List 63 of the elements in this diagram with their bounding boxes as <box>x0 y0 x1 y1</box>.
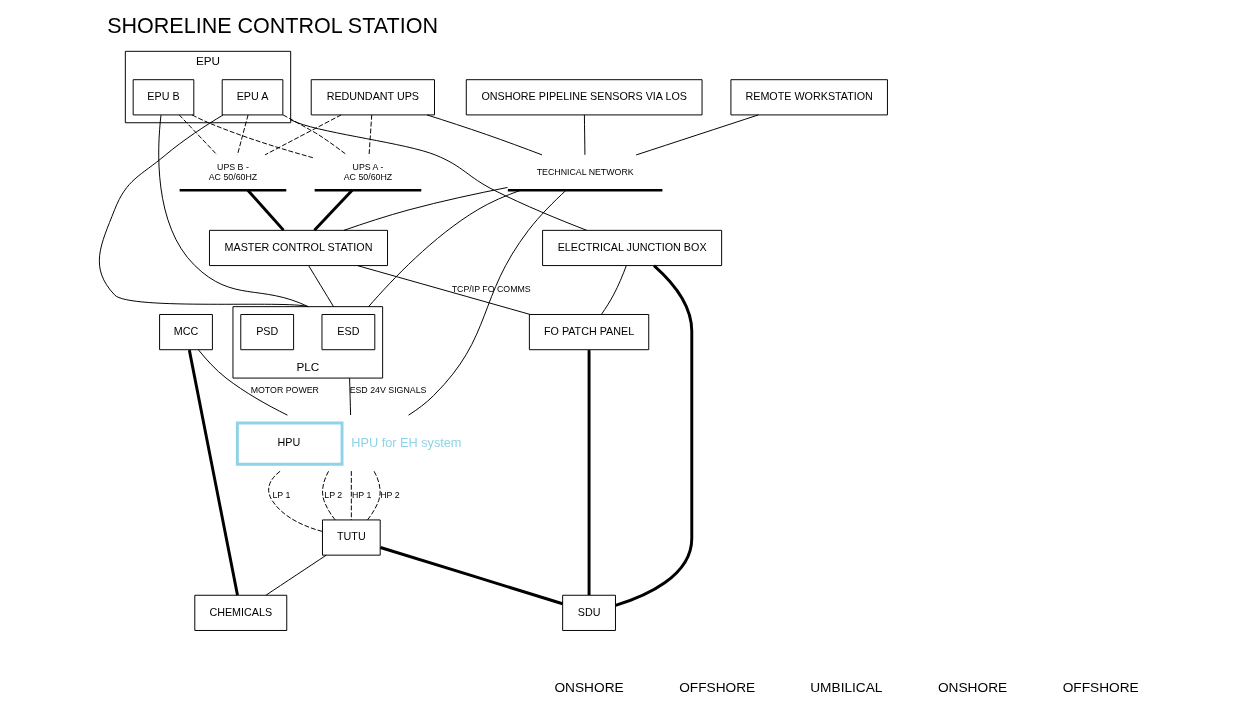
node-text: TECHNICAL NETWORK <box>536 166 634 177</box>
diagram-title: SHORELINE CONTROL STATION <box>107 14 438 39</box>
node-box: REDUNDANT UPS <box>310 79 435 116</box>
node-box: SDU <box>562 594 616 631</box>
connector <box>357 265 531 315</box>
edge-label: MOTOR POWER <box>250 384 319 395</box>
node-text: UPS A - AC 50/60HZ <box>343 161 393 182</box>
connector <box>601 265 627 315</box>
connector <box>268 470 323 532</box>
connector <box>236 114 249 156</box>
node-box: CHEMICALS <box>194 594 288 631</box>
connector <box>635 114 759 156</box>
connector <box>313 189 354 232</box>
node-box: MASTER CONTROL STATION <box>209 229 388 267</box>
label: ONSHORE <box>554 679 624 695</box>
connector <box>343 186 508 231</box>
connector <box>322 470 336 521</box>
connector <box>98 114 309 308</box>
label: UMBILICAL <box>810 679 883 695</box>
connector <box>158 114 309 308</box>
connector <box>587 350 591 596</box>
label: OFFSHORE <box>1062 679 1139 695</box>
connector <box>615 264 694 607</box>
connector <box>308 265 335 308</box>
label: OFFSHORE <box>679 679 756 695</box>
node-box: EPU A <box>221 79 284 116</box>
connector <box>197 349 288 416</box>
connector <box>349 377 352 416</box>
edge-label: LP 2 <box>324 489 343 500</box>
edge-label: TCP/IP FO COMMS <box>451 284 531 295</box>
connector <box>187 349 239 596</box>
connector <box>368 189 522 308</box>
edge-label: LP 1 <box>272 489 291 500</box>
node-box: EPU B <box>132 79 195 116</box>
edge-label: HP 2 <box>380 489 400 500</box>
connector <box>282 114 348 156</box>
connector <box>583 114 586 156</box>
connector <box>368 114 373 156</box>
node-box: FO PATCH PANEL <box>528 314 650 351</box>
connector <box>290 119 588 231</box>
connector <box>380 546 564 606</box>
node-label: HPU for EH system <box>351 434 462 450</box>
node-box: TUTU <box>322 519 381 556</box>
connector <box>426 114 543 156</box>
connector <box>246 189 285 232</box>
connector <box>264 114 342 156</box>
node-box: ONSHORE PIPELINE SENSORS VIA LOS <box>465 79 703 116</box>
node-text: UPS B - AC 50/60HZ <box>208 161 258 182</box>
connector <box>265 554 327 596</box>
connector <box>367 470 381 521</box>
edge-label: ESD 24V SIGNALS <box>349 384 427 395</box>
node-box: ELECTRICAL JUNCTION BOX <box>542 229 723 267</box>
node-box: MCC <box>159 314 213 351</box>
node-box: PSD <box>240 314 295 351</box>
connector <box>350 470 352 521</box>
connector <box>178 114 218 156</box>
connector <box>191 114 316 159</box>
node-box: REMOTE WORKSTATION <box>730 79 888 116</box>
node-box: ESD <box>321 314 376 351</box>
node-box: HPU <box>235 421 344 466</box>
connector <box>408 189 567 416</box>
label: ONSHORE <box>937 679 1008 695</box>
edge-label: HP 1 <box>351 489 372 500</box>
